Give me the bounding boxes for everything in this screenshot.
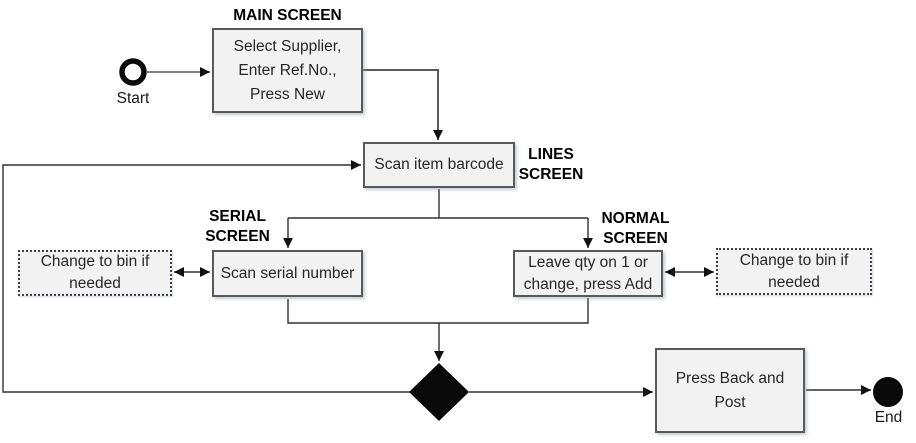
lines-screen-label-line2: SCREEN <box>518 166 584 183</box>
normal-screen-label: NORMAL SCREEN <box>593 209 678 249</box>
main-screen-label: MAIN SCREEN <box>233 7 342 24</box>
normal-screen-label-line2: SCREEN <box>603 230 668 247</box>
end-label: End <box>874 409 903 426</box>
change-bin-right-note: Change to bin if needed <box>716 248 872 295</box>
normal-screen-label-line1: NORMAL <box>601 210 670 227</box>
main-screen-step: Select Supplier, Enter Ref.No., Press Ne… <box>212 28 363 113</box>
start-label: Start <box>116 90 150 107</box>
serial-screen-label: SERIAL SCREEN <box>195 207 280 247</box>
leave-qty-step: Leave qty on 1 or change, press Add <box>513 250 663 297</box>
main-screen-step-line3: Press New <box>250 85 325 103</box>
start-node-icon <box>119 58 147 86</box>
press-back-post-line2: Post <box>714 393 746 411</box>
scan-serial-number-step: Scan serial number <box>212 250 363 297</box>
change-bin-right-line2: needed <box>768 273 820 291</box>
change-bin-right-line1: Change to bin if <box>739 251 849 269</box>
branch-split-line <box>288 189 588 219</box>
scan-item-barcode-text: Scan item barcode <box>374 156 504 173</box>
serial-screen-label-line1: SERIAL <box>209 208 266 225</box>
change-bin-left-note: Change to bin if needed <box>18 250 172 296</box>
scan-item-barcode-step: Scan item barcode <box>363 142 515 188</box>
main-screen-step-line2: Enter Ref.No., <box>238 61 337 79</box>
main-screen-step-line1: Select Supplier, <box>233 37 342 55</box>
arrow-main-to-lines <box>363 69 443 140</box>
serial-screen-label-line2: SCREEN <box>205 228 270 245</box>
merge-line <box>287 298 589 324</box>
leave-qty-line2: change, press Add <box>523 275 653 293</box>
press-back-post-step: Press Back and Post <box>655 348 805 433</box>
lines-screen-label: LINES SCREEN <box>516 145 586 185</box>
press-back-post-line1: Press Back and <box>675 369 785 387</box>
lines-screen-label-line1: LINES <box>528 146 574 163</box>
arrow-decision-loop-to-lines <box>2 160 410 393</box>
change-bin-left-line2: needed <box>69 275 121 292</box>
change-bin-left-line1: Change to bin if <box>40 253 150 270</box>
decision-diamond-icon <box>409 363 469 421</box>
scan-serial-number-text: Scan serial number <box>220 264 355 282</box>
leave-qty-line1: Leave qty on 1 or <box>528 253 648 271</box>
end-node-icon <box>873 377 903 407</box>
